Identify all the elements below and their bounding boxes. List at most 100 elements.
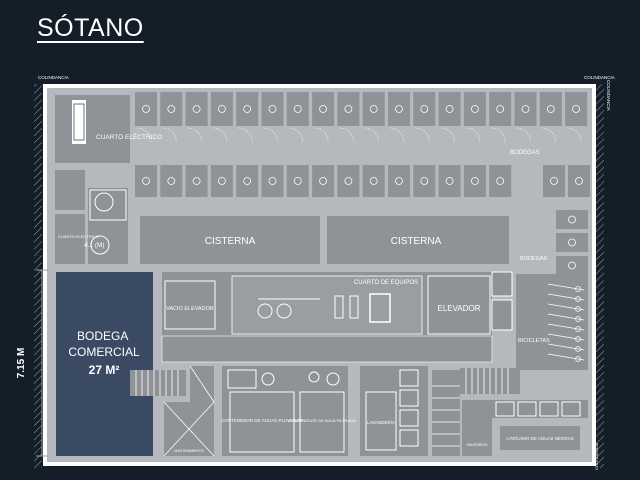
bay-marker	[167, 105, 176, 113]
bay-marker	[369, 177, 378, 185]
storage-bay	[261, 92, 284, 126]
storage-bay	[261, 165, 284, 197]
label-cuarto-electrico-small: CUARTO ELÉCTRICO	[58, 234, 99, 239]
storage-bay	[413, 92, 436, 126]
bay-marker	[550, 177, 558, 185]
storage-bay	[539, 92, 562, 126]
label-colindancia-right: COLINDANCIA	[584, 75, 615, 80]
bay-marker	[344, 105, 353, 113]
bicycle-rack	[547, 343, 585, 351]
bay-marker	[243, 105, 252, 113]
bay-marker	[521, 105, 530, 113]
label-vacio-elevador: VACIO ELEVADOR	[166, 306, 214, 312]
label-cuarto-equipos: CUARTO DE EQUIPOS	[354, 280, 418, 286]
label-bodega-comercial: BODEGA COMERCIAL	[68, 329, 140, 359]
label-colindancia-left: COLINDANCIA	[38, 75, 69, 80]
storage-bay	[210, 92, 233, 126]
stair-lower-right	[432, 370, 460, 456]
storage-bay	[236, 92, 259, 126]
storage-bay	[413, 165, 436, 197]
bicycle-rack	[547, 313, 585, 321]
boundary-hatch-right	[596, 84, 604, 468]
room-small-left-1	[55, 170, 85, 210]
storage-bay	[337, 92, 360, 126]
label-cisterna-2: CISTERNA	[391, 236, 442, 247]
room-carcamo	[500, 426, 580, 450]
bicycle-wheel	[575, 296, 581, 302]
bay-marker	[142, 177, 150, 185]
bicycle-rack	[547, 303, 585, 311]
label-lavanderia: LAVANDERÍA	[367, 419, 395, 425]
label-bicicletas: BICICLETAS	[518, 338, 550, 344]
bay-marker	[395, 105, 403, 113]
bicycle-wheel	[575, 306, 581, 312]
bicycle-wheel	[575, 346, 581, 352]
page-title: SÓTANO	[37, 14, 144, 42]
bay-marker	[319, 177, 328, 185]
storage-bay	[514, 92, 537, 126]
storage-bay	[185, 165, 208, 197]
bicycle-rack	[547, 333, 585, 341]
bay-marker	[470, 105, 479, 113]
bicycle-racks	[547, 283, 585, 362]
label-cisterna-1: CISTERNA	[205, 236, 256, 247]
label-sanitarios: SANITARIOS	[467, 443, 489, 447]
bay-marker	[243, 177, 252, 185]
room-cuarto-electrico	[55, 95, 130, 163]
storage-bays-middle	[135, 165, 590, 197]
storage-bay	[286, 165, 309, 197]
bay-marker	[496, 177, 505, 185]
label-cuarto-electrico: CUARTO ELÉCTRICO	[96, 132, 162, 141]
label-contenedor-pluviales: CONTENEDOR DE AGUAS PLUVIALES	[221, 418, 303, 423]
bay-marker	[268, 177, 277, 185]
storage-bay	[210, 165, 233, 197]
storage-bay	[568, 165, 590, 197]
bay-marker	[167, 177, 176, 185]
storage-bay	[388, 165, 410, 197]
bicycle-rack	[547, 323, 585, 331]
storage-bay	[543, 165, 565, 197]
label-carcamo: CÁRCAMO DE AGUAS NEGRAS	[506, 435, 574, 441]
storage-bay	[438, 165, 461, 197]
storage-bay	[312, 165, 335, 197]
bay-marker	[546, 105, 555, 113]
room-sanitarios	[462, 400, 492, 456]
bay-marker	[496, 105, 505, 113]
bay-marker	[293, 105, 302, 113]
bay-marker	[268, 105, 277, 113]
label-height-dimension: 7.15 M	[16, 348, 27, 379]
label-dimension-small: 4.1 (M)	[84, 242, 105, 249]
storage-bays-right	[556, 210, 588, 275]
label-colindancia-right-vertical: COLINDANCIA	[606, 80, 611, 111]
bay-marker	[445, 105, 454, 113]
label-elevador: ELEVADOR	[438, 304, 481, 313]
bay-marker	[568, 238, 576, 247]
room-corridor	[162, 336, 492, 362]
storage-bay	[236, 165, 259, 197]
label-bodegas-right: BODEGAS	[520, 256, 548, 262]
storage-bay	[463, 92, 486, 126]
storage-bay	[135, 92, 157, 126]
bicycle-wheel	[575, 336, 581, 342]
storage-bay	[362, 165, 385, 197]
bay-marker	[420, 105, 429, 113]
storage-bay	[489, 92, 512, 126]
bay-marker	[369, 105, 378, 113]
room-contenedor-filtrada	[299, 391, 345, 453]
storage-bay	[556, 256, 588, 275]
bay-marker	[395, 177, 403, 185]
storage-bay	[160, 165, 183, 197]
bay-marker	[217, 177, 226, 185]
bay-marker	[470, 177, 479, 185]
bay-marker	[445, 177, 454, 185]
bay-marker	[344, 177, 353, 185]
storage-bay	[160, 92, 183, 126]
room-contenedor-pluviales	[229, 391, 295, 453]
bicycle-wheel	[575, 286, 581, 292]
storage-bay	[388, 92, 410, 126]
bay-marker	[575, 177, 583, 185]
bicycle-wheel	[575, 316, 581, 322]
room-bodega-comercial	[56, 272, 153, 456]
